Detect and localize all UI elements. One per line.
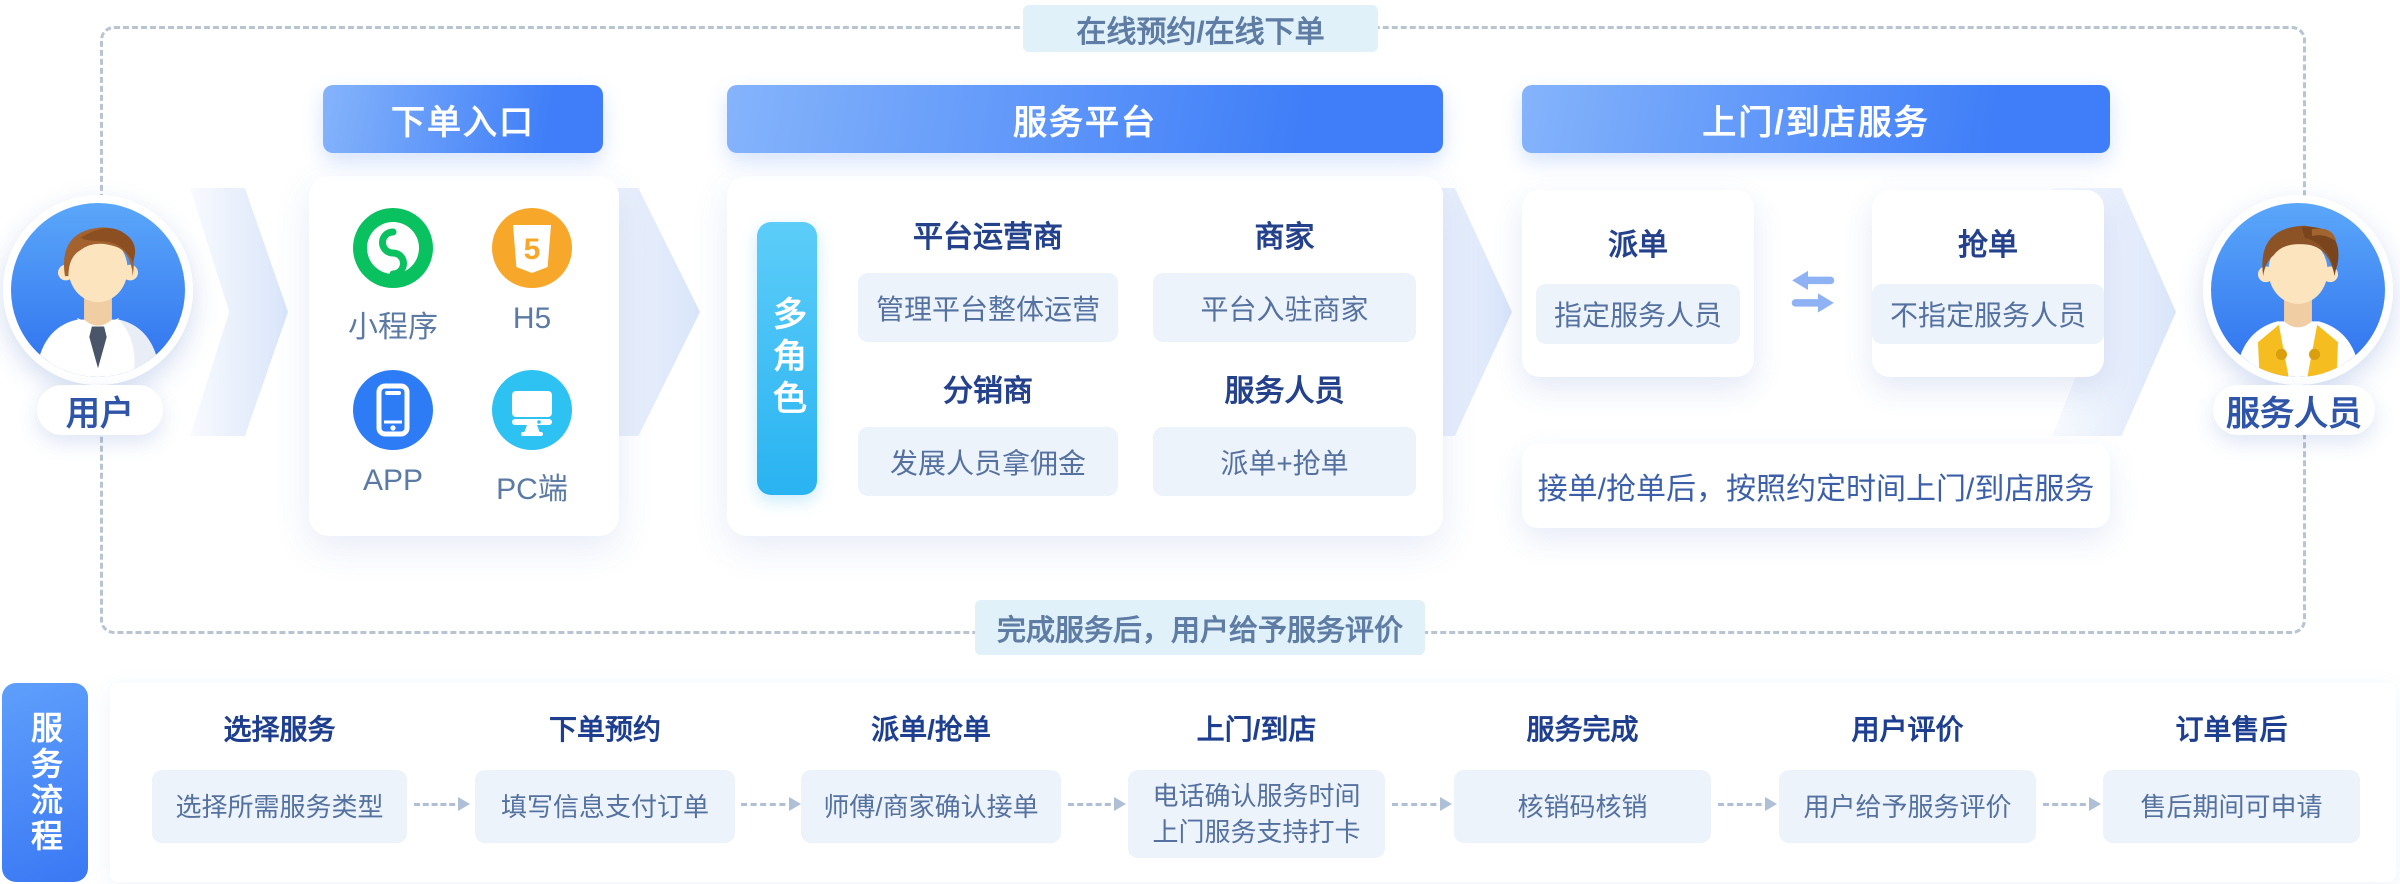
user-person-icon xyxy=(35,227,161,377)
step-desc: 核销码核销 xyxy=(1454,770,1711,843)
step-desc-line: 核销码核销 xyxy=(1517,791,1648,822)
role-title: 平台运营商 xyxy=(913,221,1063,254)
channel-app: APP xyxy=(323,370,463,498)
staff-avatar xyxy=(2203,195,2393,385)
grab-mode-card: 抢单 不指定服务人员 xyxy=(1872,190,2105,377)
step-desc-line: 上门服务支持打卡 xyxy=(1152,817,1361,847)
step-desc: 选择所需服务类型 xyxy=(152,770,407,843)
bottom-loop-badge: 完成服务后，用户给予服务评价 xyxy=(975,600,1425,655)
step-desc: 师傅/商家确认接单 xyxy=(801,770,1061,843)
role-desc: 平台入驻商家 xyxy=(1153,273,1416,342)
step-desc: 售后期间可申请 xyxy=(2103,770,2360,843)
role-title: 分销商 xyxy=(943,375,1033,408)
process-step-1: 选择服务 选择所需服务类型 xyxy=(152,712,407,843)
role-desc: 发展人员拿佣金 xyxy=(858,427,1118,496)
process-step-2: 下单预约 填写信息支付订单 xyxy=(475,712,735,843)
step-desc-line: 师傅/商家确认接单 xyxy=(823,791,1039,822)
step-title: 上门/到店 xyxy=(1196,714,1317,745)
role-title: 服务人员 xyxy=(1224,375,1345,408)
service-note-bar: 接单/抢单后，按照约定时间上门/到店服务 xyxy=(1522,444,2110,528)
channel-pc: PC端 xyxy=(462,370,602,508)
mode-desc: 不指定服务人员 xyxy=(1872,284,2105,344)
mode-desc: 指定服务人员 xyxy=(1535,284,1740,344)
step-desc-line: 填写信息支付订单 xyxy=(500,791,709,822)
html5-icon: 5 xyxy=(492,208,572,288)
role-distributor: 分销商 发展人员拿佣金 xyxy=(858,374,1118,496)
multi-role-pill: 多角色 xyxy=(757,222,817,495)
step-desc: 填写信息支付订单 xyxy=(475,770,735,843)
step-desc-line: 用户给予服务评价 xyxy=(1803,791,2012,822)
step-title: 服务完成 xyxy=(1526,714,1639,745)
top-loop-badge: 在线预约/在线下单 xyxy=(1023,5,1378,52)
channel-label: H5 xyxy=(512,302,552,335)
step-title: 用户评价 xyxy=(1851,714,1964,745)
dispatch-mode-card: 派单 指定服务人员 xyxy=(1522,190,1754,377)
step-title: 下单预约 xyxy=(548,714,661,745)
channel-label: 小程序 xyxy=(348,311,438,344)
user-avatar xyxy=(3,195,193,385)
step-title: 派单/抢单 xyxy=(871,714,991,745)
step-desc-line: 电话确认服务时间 xyxy=(1152,781,1361,811)
mode-title: 派单 xyxy=(1608,229,1668,262)
channel-label: PC端 xyxy=(496,473,568,506)
process-step-6: 用户评价 用户给予服务评价 xyxy=(1779,712,2036,843)
channel-h5: 5 H5 xyxy=(462,208,602,336)
process-dashed-arrow xyxy=(741,797,801,811)
step-title: 订单售后 xyxy=(2175,714,2288,745)
role-merchant: 商家 平台入驻商家 xyxy=(1153,220,1416,342)
entry-section-header: 下单入口 xyxy=(323,85,603,153)
process-strip-label: 服务流程 xyxy=(2,683,88,882)
process-dashed-arrow xyxy=(1068,797,1126,811)
step-desc-line: 售后期间可申请 xyxy=(2140,791,2323,822)
staff-label: 服务人员 xyxy=(2213,385,2375,435)
role-title: 商家 xyxy=(1254,221,1315,254)
swap-arrows-icon xyxy=(1788,270,1838,320)
process-dashed-arrow xyxy=(1392,797,1452,811)
role-desc: 管理平台整体运营 xyxy=(858,273,1118,342)
step-desc: 电话确认服务时间 上门服务支持打卡 xyxy=(1128,770,1385,858)
channel-miniprogram: 小程序 xyxy=(323,208,463,346)
process-dashed-arrow xyxy=(2043,797,2101,811)
role-operator: 平台运营商 管理平台整体运营 xyxy=(858,220,1118,342)
process-step-7: 订单售后 售后期间可申请 xyxy=(2103,712,2360,843)
process-dashed-arrow xyxy=(1718,797,1777,811)
platform-section-header: 服务平台 xyxy=(727,85,1443,153)
mobile-app-icon xyxy=(353,370,433,450)
process-step-4: 上门/到店 电话确认服务时间 上门服务支持打卡 xyxy=(1128,712,1385,858)
step-desc-line: 选择所需服务类型 xyxy=(175,791,384,822)
service-section-header: 上门/到店服务 xyxy=(1522,85,2110,153)
step-desc: 用户给予服务评价 xyxy=(1779,770,2036,843)
worker-person-icon xyxy=(2235,225,2361,377)
svg-text:5: 5 xyxy=(524,233,541,266)
process-step-3: 派单/抢单 师傅/商家确认接单 xyxy=(801,712,1061,843)
desktop-pc-icon xyxy=(492,370,572,450)
step-title: 选择服务 xyxy=(223,714,336,745)
mode-title: 抢单 xyxy=(1958,229,2018,262)
process-step-5: 服务完成 核销码核销 xyxy=(1454,712,1711,843)
channel-label: APP xyxy=(362,464,424,497)
role-desc: 派单+抢单 xyxy=(1153,427,1416,496)
process-dashed-arrow xyxy=(414,797,470,811)
role-staff: 服务人员 派单+抢单 xyxy=(1153,374,1416,496)
user-label: 用户 xyxy=(37,385,163,435)
wechat-miniprogram-icon xyxy=(353,208,433,288)
